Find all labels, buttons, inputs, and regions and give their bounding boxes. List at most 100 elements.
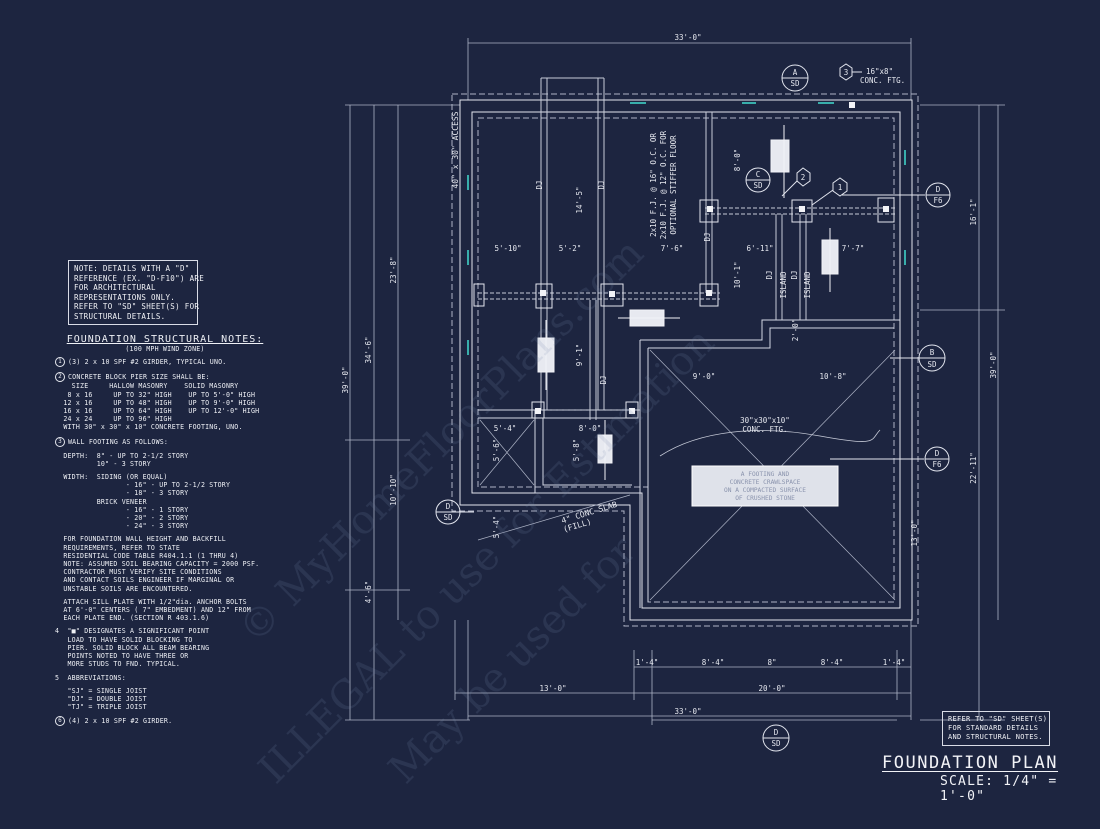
center-box-text-4: OF CRUSHED STONE [735, 495, 795, 502]
dim-8-0b: 8'-0" [579, 424, 602, 433]
dim-9-1: 9'-1" [575, 344, 584, 367]
callout-top: D [446, 502, 451, 511]
dim-right-top: 16'-1" [969, 198, 978, 225]
dj-label: DJ [703, 232, 712, 241]
note-text: CONCRETE BLOCK PIER SIZE SHALL BE: [68, 373, 210, 382]
note-text: "SJ" = SINGLE JOIST [55, 686, 147, 695]
note-text: UNSTABLE SOILS ARE ENCOUNTERED. [55, 584, 193, 593]
note-text: - 16" - 1 STORY [55, 505, 189, 514]
notes-line: DEPTH: 8" - UP TO 2-1/2 STORY [55, 452, 295, 460]
refer-line: REFER TO "SD" SHEET(S) [948, 715, 1048, 723]
note-text: "DJ" = DOUBLE JOIST [55, 694, 147, 703]
dim-10-8: 10'-8" [819, 372, 846, 381]
footing-leader-line [659, 429, 881, 457]
vent-marks [467, 102, 906, 355]
note-line: STRUCTURAL DETAILS. [74, 311, 166, 321]
dim-14-5: 14'-5" [575, 186, 584, 213]
dj-label: DJ [599, 375, 608, 384]
note-text: LOAD TO HAVE SOLID BLOCKING TO [55, 635, 193, 644]
hex-tag-label: 1 [838, 183, 843, 192]
dim-5-10: 5'-10" [494, 244, 521, 253]
foundation-structural-notes: FOUNDATION STRUCTURAL NOTES: (100 MPH WI… [55, 334, 295, 727]
note-number-badge: 6 [55, 716, 65, 727]
center-box-text-2: CONCRETE CRAWLSPACE [730, 479, 801, 486]
note-text: PIER. SOLID BLOCK ALL BEAM BEARING [55, 643, 210, 652]
notes-line: 1(3) 2 x 10 SPF #2 GIRDER, TYPICAL UNO. [55, 357, 295, 368]
dim-bottom-seg-5: 1'-4" [883, 658, 906, 667]
island-label: ISLAND [779, 271, 788, 299]
dim-right-outer: 39'-0" [989, 351, 998, 378]
piers [473, 197, 895, 419]
note-text: EACH PLATE END. (SECTION R 403.1.6) [55, 614, 210, 623]
callout-bottom: F6 [932, 460, 942, 469]
note-text: AT 6'-0" CENTERS ( 7" EMBEDMENT) AND 12"… [55, 606, 251, 615]
notes-line: AT 6'-0" CENTERS ( 7" EMBEDMENT) AND 12"… [55, 606, 295, 614]
joist-note-2: 2x10 F.J. @ 12" O.C. FOR [659, 130, 668, 239]
plan-scale: SCALE: 1/4" = 1'-0" [940, 774, 1058, 804]
note-text: - 16" - UP TO 2-1/2 STORY [55, 481, 231, 490]
dim-13-0: 13'-0" [910, 519, 919, 546]
callout-bottom: SD [790, 79, 800, 88]
notes-title: FOUNDATION STRUCTURAL NOTES: [66, 334, 264, 345]
note-text: 8 x 16 UP TO 32" HIGH UP TO 5'-0" HIGH [55, 390, 256, 399]
notes-line: WIDTH: SIDING (OR EQUAL) [55, 473, 295, 481]
notes-line: FOR FOUNDATION WALL HEIGHT AND BACKFILL [55, 535, 295, 543]
notes-line: LOAD TO HAVE SOLID BLOCKING TO [55, 636, 295, 644]
notes-line: 10" - 3 STORY [55, 460, 295, 468]
notes-line: POINTS NOTED TO HAVE THREE OR [55, 652, 295, 660]
note-text: 16 x 16 UP TO 64" HIGH UP TO 12'-0" HIGH [55, 407, 260, 416]
callout-bottom: SD [927, 360, 937, 369]
notes-line: MORE STUDS TO FND. TYPICAL. [55, 660, 295, 668]
dim-8-0: 8'-0" [733, 149, 742, 172]
dim-2-0: 2'-0" [791, 319, 800, 342]
note-text: SIZE HALLOW MASONRY SOLID MASONRY [55, 382, 239, 391]
note-text: (3) 2 x 10 SPF #2 GIRDER, TYPICAL UNO. [68, 358, 227, 367]
dj-label: DJ [597, 180, 606, 189]
dim-bottom-seg-3: 8" [767, 658, 776, 667]
dim-5-4: 5'-4" [494, 424, 517, 433]
note-text: FOR FOUNDATION WALL HEIGHT AND BACKFILL [55, 535, 226, 544]
note-text: CONTRACTOR MUST VERIFY SITE CONDITIONS [55, 568, 222, 577]
dim-7-6: 7'-6" [661, 244, 684, 253]
ftg-16-label-1: 16"x8" [866, 67, 893, 76]
hex-tag-label: 3 [844, 68, 849, 77]
ftg-16-label-2: CONC. FTG. [860, 76, 905, 85]
island-label: ISLAND [803, 271, 812, 299]
notes-line: EACH PLATE END. (SECTION R 403.1.6) [55, 614, 295, 622]
notes-line: - 16" - 1 STORY [55, 506, 295, 514]
note-line: REPRESENTATIONS ONLY. [74, 292, 176, 302]
notes-line: - 20" - 2 STORY [55, 514, 295, 522]
notes-line: BRICK VENEER [55, 498, 295, 506]
beam-markers [537, 125, 839, 480]
note-text: - 20" - 2 STORY [55, 514, 189, 523]
notes-line: REQUIREMENTS, REFER TO STATE [55, 544, 295, 552]
notes-line: - 24" - 3 STORY [55, 522, 295, 530]
callout-top: D [935, 449, 940, 458]
notes-line: SIZE HALLOW MASONRY SOLID MASONRY [55, 382, 295, 390]
callout-bottom: F6 [933, 196, 943, 205]
notes-subtitle: (100 MPH WIND ZONE) [125, 345, 205, 354]
callout-bottom: SD [443, 513, 453, 522]
dim-left-bot: 4'-6" [364, 581, 373, 604]
center-box-text-1: A FOOTING AND [741, 471, 790, 478]
center-box-text-3: ON A COMPACTED SURFACE [724, 487, 806, 494]
note-text: "TJ" = TRIPLE JOIST [55, 703, 147, 712]
note-text: - 18" - 3 STORY [55, 489, 189, 498]
crawlspace-note-box [691, 465, 839, 507]
dim-right-bot: 22'-11" [969, 452, 978, 484]
callout-top: D [936, 185, 941, 194]
hex-tags [781, 63, 862, 206]
callout-top: A [793, 68, 798, 77]
dim-left-mid: 10'-10" [389, 474, 398, 506]
dim-9-0: 9'-0" [693, 372, 716, 381]
note-text: POINTS NOTED TO HAVE THREE OR [55, 652, 189, 661]
plan-title: FOUNDATION PLAN [882, 753, 1059, 773]
note-text: WALL FOOTING AS FOLLOWS: [68, 437, 169, 446]
details-note-box: NOTE: DETAILS WITH A "D" REFERENCE (EX. … [68, 260, 204, 325]
note-text: ATTACH SILL PLATE WITH 1/2"dia. ANCHOR B… [55, 597, 247, 606]
notes-line: 24 x 24 UP TO 96" HIGH [55, 415, 295, 423]
dim-bottom-seg-2: 8'-4" [702, 658, 725, 667]
notes-line: 4 "■" DESIGNATES A SIGNIFICANT POINT [55, 627, 295, 635]
